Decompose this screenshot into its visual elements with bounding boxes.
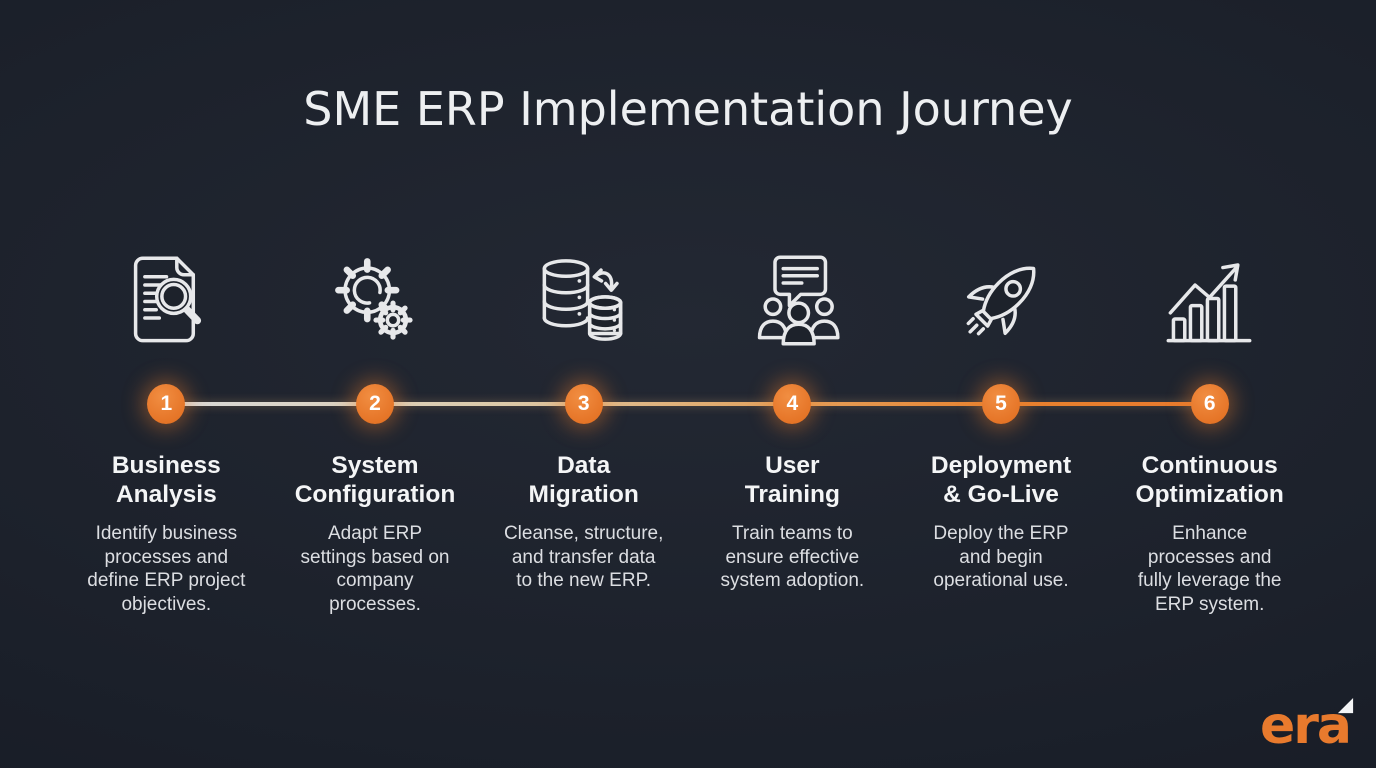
step-description: Deploy the ERP and begin operational use… [933,523,1069,591]
step-title: Data Migration [528,452,639,508]
step-business-analysis: 1 Business Analysis Identify business pr… [62,244,271,616]
page-title: SME ERP Implementation Journey [303,82,1073,136]
era-logo: era [1260,697,1354,752]
database-migration-icon [542,259,623,341]
step-description: Train teams to ensure effective system a… [720,523,865,591]
timeline-line [167,402,1209,406]
growth-chart-icon [1166,263,1252,343]
step-description: Cleanse, structure, and transfer data to… [503,523,664,591]
step-title: User Training [744,452,840,508]
document-search-icon [133,256,201,343]
rocket-icon [966,266,1035,336]
step-title: Continuous Optimization [1135,452,1284,508]
step-title: Deployment & Go-Live [930,452,1072,508]
step-data-migration: 3 Data Migration Cleanse, structure, and… [479,244,688,616]
step-number-badge: 6 [1190,384,1229,424]
gears-icon [334,258,413,340]
step-description: Enhance processes and fully leverage the… [1137,523,1282,615]
step-number-badge: 3 [564,384,603,424]
step-number-badge: 2 [356,384,394,424]
step-title: System Configuration [294,452,456,508]
step-description: Identify business processes and define E… [87,523,246,615]
step-system-configuration: 2 System Configuration Adapt ERP setting… [271,244,480,616]
step-description: Adapt ERP settings based on company proc… [300,523,450,615]
step-title: Business Analysis [111,452,221,508]
era-logo-text: era [1259,696,1352,756]
step-number-badge: 4 [773,384,812,424]
up-right-arrow-icon [1337,697,1354,714]
steps-row: 1 Business Analysis Identify business pr… [62,244,1314,616]
step-number-badge: 5 [982,384,1021,424]
user-training-icon [757,255,840,346]
step-deployment-go-live: 5 Deployment & Go-Live Deploy the ERP an… [897,244,1106,616]
step-number-badge: 1 [147,384,186,424]
step-continuous-optimization: 6 Continuous Optimization Enhance proces… [1105,244,1314,616]
step-user-training: 4 User Training Train teams to ensure ef… [688,244,897,616]
